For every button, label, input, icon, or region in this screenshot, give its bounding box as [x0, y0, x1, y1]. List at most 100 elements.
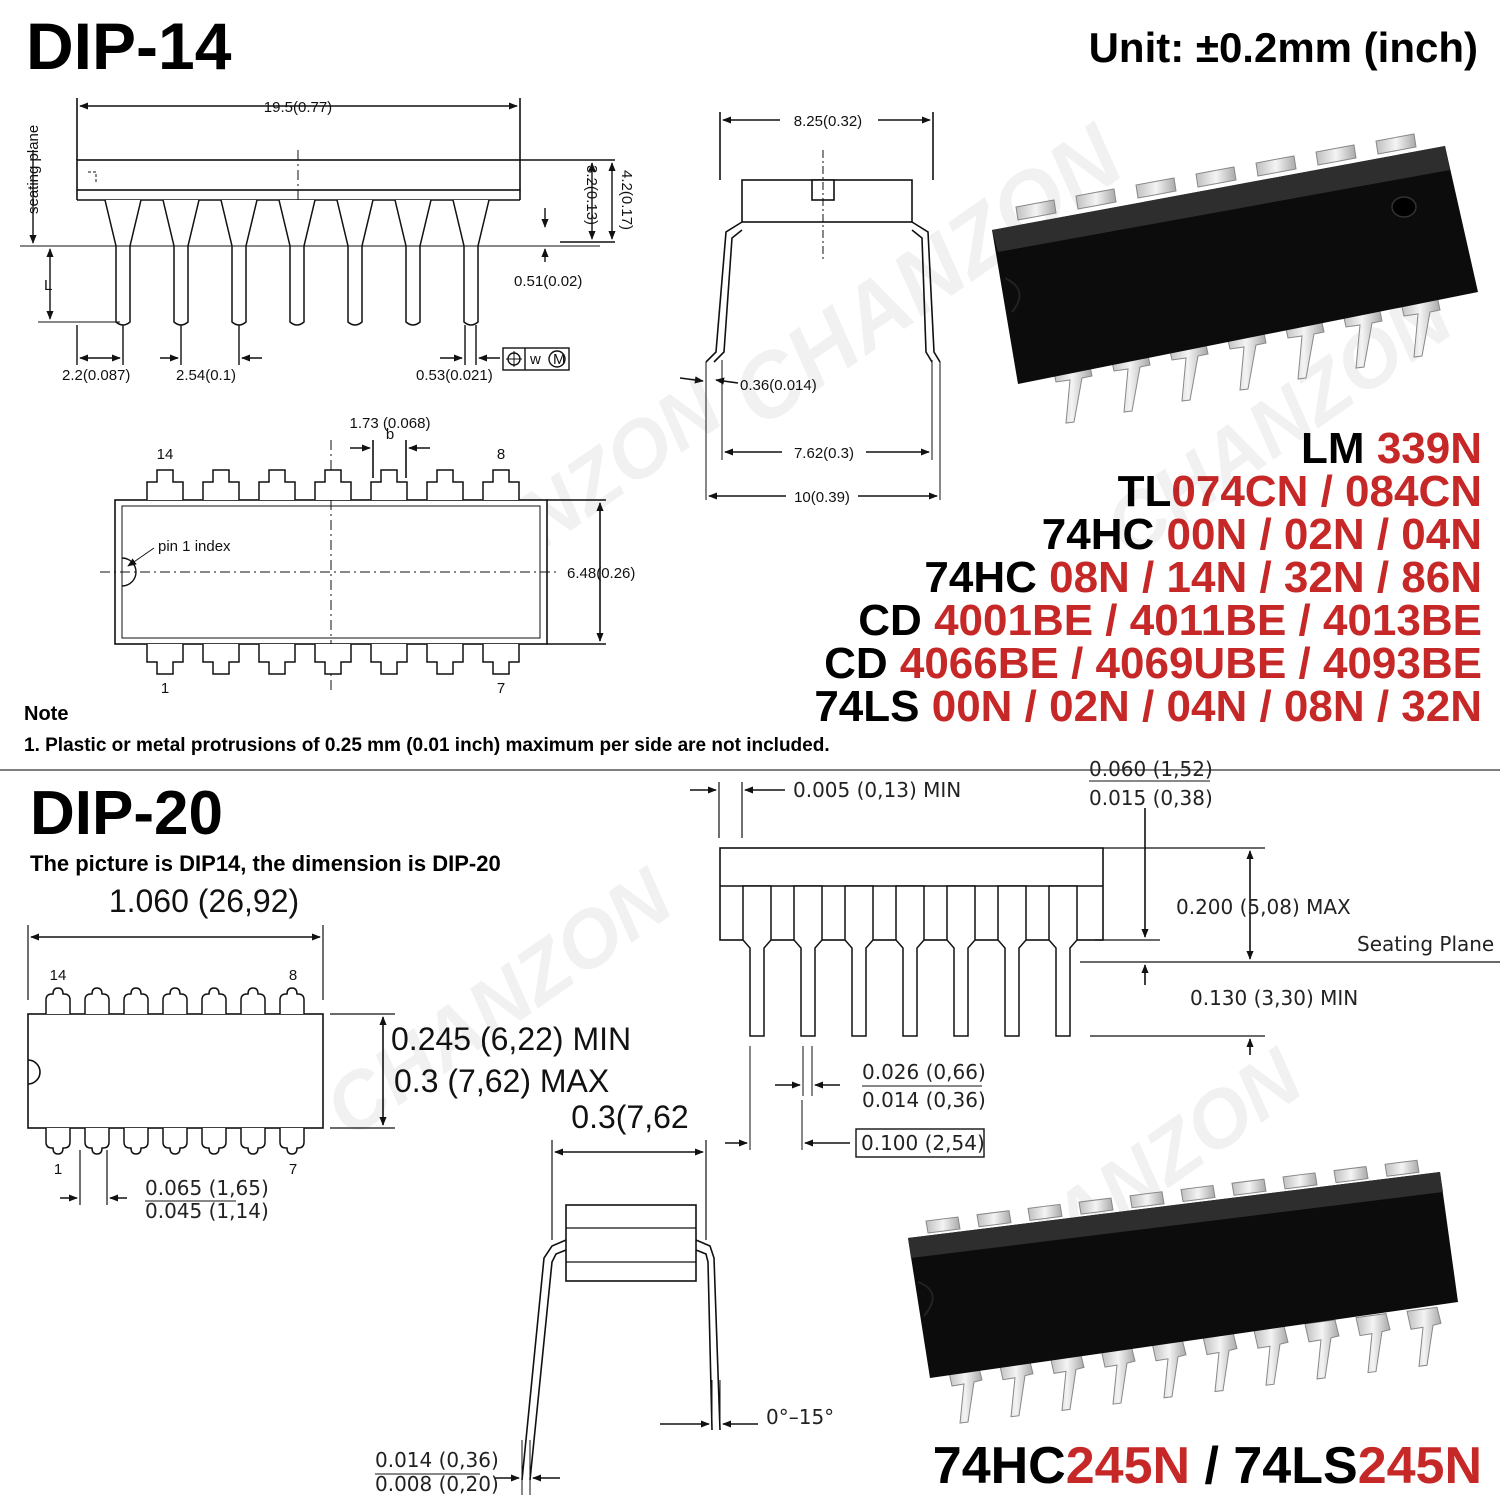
- part-line: CD 4001BE / 4011BE / 4013BE: [814, 599, 1482, 643]
- dim-width-max: 0.3 (7,62) MAX: [394, 1063, 609, 1099]
- dim-lead-min: 0.130 (3,30) MIN: [1190, 986, 1358, 1010]
- dip14-top-view: [100, 440, 606, 690]
- pad-bottom: [123, 1128, 149, 1155]
- pad-bottom: [426, 644, 464, 675]
- pad-top: [482, 469, 520, 500]
- dim-pad-width: 1.73 (0.068): [350, 415, 431, 432]
- part-line: TL074CN / 084CN: [814, 467, 1482, 516]
- dip14-side-pins: [104, 199, 490, 326]
- chip-lead-back: [1135, 177, 1177, 199]
- chip-lead-back: [976, 1210, 1012, 1228]
- pin-number-14: 14: [157, 446, 174, 463]
- lead: [793, 885, 823, 1037]
- dip14-part-list: LM 339N TL074CN / 084CN 74HC 00N / 02N /…: [814, 424, 1482, 731]
- chip-lead-front: [1406, 1306, 1442, 1367]
- dim-body-height: 3.2(0.13): [583, 165, 600, 225]
- label-bg: [786, 486, 858, 506]
- dim-pitch: 0.100 (2,54): [861, 1131, 985, 1155]
- lead: [162, 199, 200, 326]
- pad-bottom: [279, 1128, 305, 1155]
- chip-lead-back: [1333, 1166, 1369, 1184]
- dim-seating-plane: seating plane: [25, 125, 42, 214]
- lead: [278, 199, 316, 326]
- pad-top: [201, 987, 227, 1014]
- lead: [220, 199, 258, 326]
- part-separator: /: [1190, 1437, 1234, 1495]
- lead: [742, 885, 772, 1037]
- pin1-index-label: pin 1 index: [158, 538, 231, 555]
- chip14-notch: [1004, 277, 1021, 313]
- pin-number-1: 1: [161, 680, 169, 697]
- part-suffix: 074CN / 084CN: [1171, 467, 1482, 516]
- dip14-side-dims: [20, 150, 616, 371]
- part-line: 74HC 00N / 02N / 04N: [814, 513, 1482, 557]
- pad-top: [202, 469, 240, 500]
- dim-end-width: 0.3(7,62: [571, 1099, 688, 1135]
- lead: [394, 199, 432, 326]
- dim-pad-min: 0.045 (1,14): [145, 1199, 269, 1223]
- dim-max-span: 10(0.39): [794, 489, 850, 506]
- pin-number-1: 1: [54, 1161, 62, 1178]
- chip-lead-back: [1282, 1172, 1318, 1190]
- pad-bottom: [370, 644, 408, 675]
- pin-number-7: 7: [289, 1161, 297, 1178]
- lead: [336, 199, 374, 326]
- dip14-side-view: [76, 98, 521, 320]
- part-suffix: 00N / 02N / 04N / 08N / 32N: [931, 682, 1482, 731]
- part-line: CD 4066BE / 4069UBE / 4093BE: [814, 639, 1482, 688]
- dip14-title: DIP-14: [26, 9, 232, 83]
- pad-bottom: [202, 644, 240, 675]
- pad-bottom: [162, 1128, 188, 1155]
- dip20-title: DIP-20: [30, 779, 223, 848]
- chip-lead-back: [1075, 188, 1117, 210]
- dim-shoulder-max: 0.060 (1,52): [1089, 757, 1213, 781]
- chip-lead-back: [1078, 1197, 1114, 1215]
- note-text: 1. Plastic or metal protrusions of 0.25 …: [24, 735, 830, 756]
- dip20-top-view: [27, 925, 395, 1205]
- unit-label: Unit: ±0.2mm (inch): [1088, 24, 1478, 71]
- dim-pad-b: b: [386, 426, 394, 443]
- dim-row-spacing: 7.62(0.3): [794, 445, 854, 462]
- part-line: 74LS 00N / 02N / 04N / 08N / 32N: [814, 682, 1482, 731]
- pin-number-14: 14: [50, 967, 67, 984]
- dim-thick-max: 0.014 (0,36): [375, 1448, 499, 1472]
- pad-top: [240, 987, 266, 1014]
- dim-end-width: 8.25(0.32): [794, 113, 862, 130]
- dim-width-min: 0.245 (6,22) MIN: [391, 1021, 631, 1057]
- chip-lead-back: [1027, 1203, 1063, 1221]
- dim-lead-w-max: 0.026 (0,66): [862, 1060, 986, 1084]
- pad-bottom: [482, 644, 520, 675]
- dim-lead-thickness: 0.36(0.014): [740, 377, 817, 394]
- dim-thick-min: 0.008 (0,20): [375, 1472, 499, 1496]
- pad-top: [279, 987, 305, 1014]
- dip20-subtitle: The picture is DIP14, the dimension is D…: [30, 851, 501, 876]
- chip14-dot: [1391, 196, 1417, 218]
- dip20-end-view: [375, 1140, 758, 1495]
- part-prefix: 74HC: [932, 1437, 1066, 1495]
- chip-lead-back: [925, 1216, 961, 1234]
- dip14-top-labels: 14 8 1 7 pin 1 index 6.48(0.26) 1.73 (0.…: [157, 415, 636, 697]
- part-suffix: 339N: [1376, 424, 1482, 473]
- dim-total-height: 4.2(0.17): [618, 170, 635, 230]
- dip20-end-labels: 0.3(7,62 0°–15° 0.014 (0,36) 0.008 (0,20…: [375, 1099, 834, 1496]
- chip20-notch: [917, 1281, 934, 1317]
- dim-shoulder-min: 0.015 (0,38): [1089, 786, 1213, 810]
- dim-first-lead: 2.2(0.087): [62, 367, 130, 384]
- part-prefix: LM: [1301, 424, 1377, 473]
- part-prefix: 74LS: [1233, 1437, 1358, 1495]
- dim-pad-max: 0.065 (1,65): [145, 1176, 269, 1200]
- part-suffix: 4066BE / 4069UBE / 4093BE: [899, 639, 1482, 688]
- dip20-top-labels: 1.060 (26,92) 14 8 1 7 0.245 (6,22) MIN …: [50, 883, 631, 1223]
- dip20-top-pins: [45, 987, 305, 1155]
- pad-bottom: [314, 644, 352, 675]
- pin-number-8: 8: [497, 446, 505, 463]
- dim-lead-length: L: [44, 277, 52, 294]
- dim-standoff: 0.51(0.02): [514, 273, 582, 290]
- pad-bottom: [45, 1128, 71, 1155]
- dim-length: 19.5(0.77): [264, 99, 332, 116]
- chip20-body-edge: [908, 1172, 1443, 1258]
- part-line: LM 339N: [814, 424, 1482, 473]
- dim-tolerance-w: w: [529, 351, 541, 368]
- chip-lead-back: [1231, 1178, 1267, 1196]
- dip20-side-labels: 0.005 (0,13) MIN 0.060 (1,52) 0.015 (0,3…: [793, 757, 1494, 1155]
